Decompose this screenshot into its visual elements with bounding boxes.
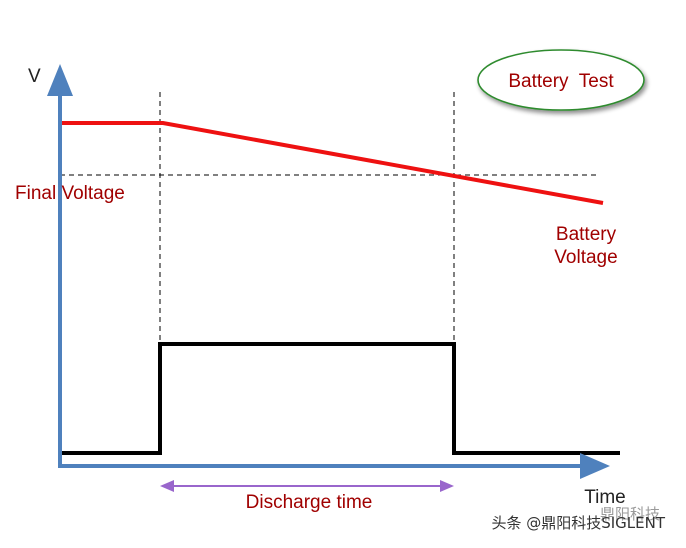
battery-voltage-label-line2: Voltage: [554, 247, 617, 268]
y-axis-arrowhead: [47, 64, 73, 96]
x-axis-label: Time: [584, 487, 626, 508]
title-ellipse: [477, 49, 645, 111]
watermark-text: 头条 @鼎阳科技SIGLENT: [491, 514, 665, 532]
discharge-time-label: Discharge time: [246, 492, 373, 513]
discharge-pulse-line: [60, 342, 620, 455]
discharge-time-arrowhead-right: [440, 480, 454, 492]
battery-voltage-label-line1: Battery: [556, 224, 617, 245]
final-voltage-label: Final Voltage: [15, 183, 125, 204]
y-axis-label: V: [28, 66, 41, 87]
diagram-title: Battery Test: [508, 71, 614, 92]
battery-voltage-line: [60, 121, 604, 205]
watermark-faint-text: 鼎阳科技: [600, 505, 660, 523]
x-axis-arrowhead: [580, 453, 610, 479]
discharge-time-arrowhead-left: [160, 480, 174, 492]
